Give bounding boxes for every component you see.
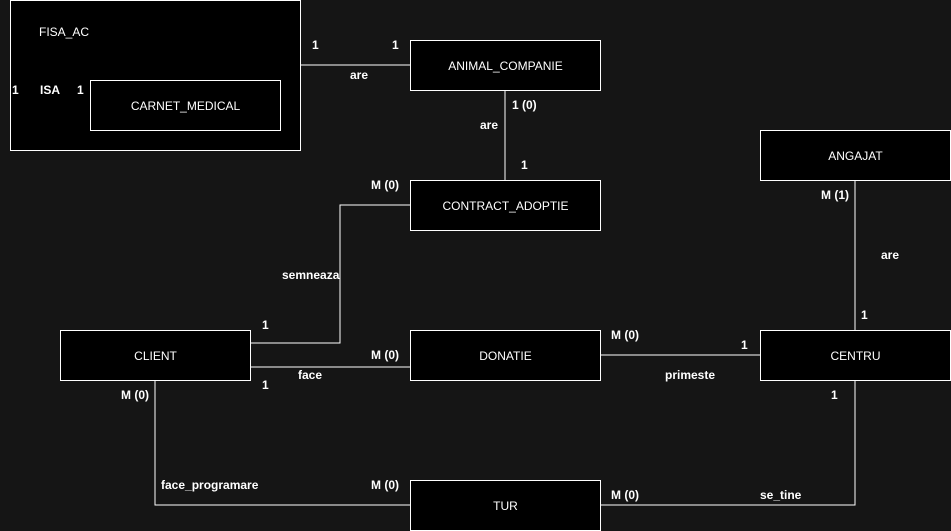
cardinality-isa-right: 1 — [77, 83, 84, 97]
entity-donatie[interactable]: DONATIE — [410, 330, 601, 381]
cardinality-centru-bottom: 1 — [831, 388, 838, 402]
relationship-se-tine-label: se_tine — [760, 488, 802, 502]
cardinality-donatie-right: M (0) — [611, 328, 639, 342]
cardinality-isa-left: 1 — [12, 83, 19, 97]
cardinality-tur-left: M (0) — [371, 478, 399, 492]
relationship-face-programare-label: face_programare — [161, 478, 259, 492]
entity-fisa-ac-label: FISA_AC — [39, 25, 90, 39]
cardinality-angajat-bottom: M (1) — [821, 188, 849, 202]
entity-contract-adoptie-label: CONTRACT_ADOPTIE — [442, 198, 569, 213]
relationship-are-angajat-centru-label: are — [881, 248, 900, 262]
entity-centru[interactable]: CENTRU — [760, 330, 951, 381]
relationship-are-animal-contract-label: are — [480, 118, 499, 132]
entity-client[interactable]: CLIENT — [60, 330, 251, 381]
cardinality-client-face: 1 — [262, 378, 269, 392]
entity-centru-label: CENTRU — [830, 348, 881, 363]
cardinality-fisa-are-left: 1 — [312, 38, 319, 52]
entity-animal-companie-label: ANIMAL_COMPANIE — [448, 58, 563, 73]
relationship-are-fisa-animal-label: are — [350, 68, 369, 82]
cardinality-donatie-left: M (0) — [371, 348, 399, 362]
cardinality-animal-bottom: 1 (0) — [512, 98, 537, 112]
entity-angajat[interactable]: ANGAJAT — [760, 130, 951, 181]
entity-carnet-medical-label: CARNET_MEDICAL — [130, 98, 241, 113]
entity-donatie-label: DONATIE — [479, 348, 532, 363]
entity-angajat-label: ANGAJAT — [828, 148, 883, 163]
cardinality-client-bottom: M (0) — [121, 388, 149, 402]
relationship-primeste-label: primeste — [665, 368, 716, 382]
relationship-semneaza-label: semneaza — [282, 268, 340, 282]
cardinality-contract-top: 1 — [521, 158, 528, 172]
entity-animal-companie[interactable]: ANIMAL_COMPANIE — [410, 40, 601, 91]
cardinality-client-semneaza: 1 — [262, 318, 269, 332]
entity-tur[interactable]: TUR — [410, 480, 601, 531]
entity-contract-adoptie[interactable]: CONTRACT_ADOPTIE — [410, 180, 601, 231]
relationship-isa-label: ISA — [40, 83, 61, 97]
entity-carnet-medical[interactable]: CARNET_MEDICAL — [90, 80, 281, 131]
cardinality-centru-left: 1 — [741, 338, 748, 352]
cardinality-fisa-are-right: 1 — [392, 38, 399, 52]
cardinality-tur-right: M (0) — [611, 488, 639, 502]
relationship-face-label: face — [298, 368, 323, 382]
entity-client-label: CLIENT — [134, 348, 177, 363]
cardinality-contract-left: M (0) — [371, 178, 399, 192]
line-tur-centru — [600, 380, 856, 506]
line-client-contract — [250, 204, 410, 344]
cardinality-centru-top: 1 — [861, 308, 868, 322]
line-client-tur — [154, 380, 410, 506]
entity-tur-label: TUR — [493, 498, 518, 513]
